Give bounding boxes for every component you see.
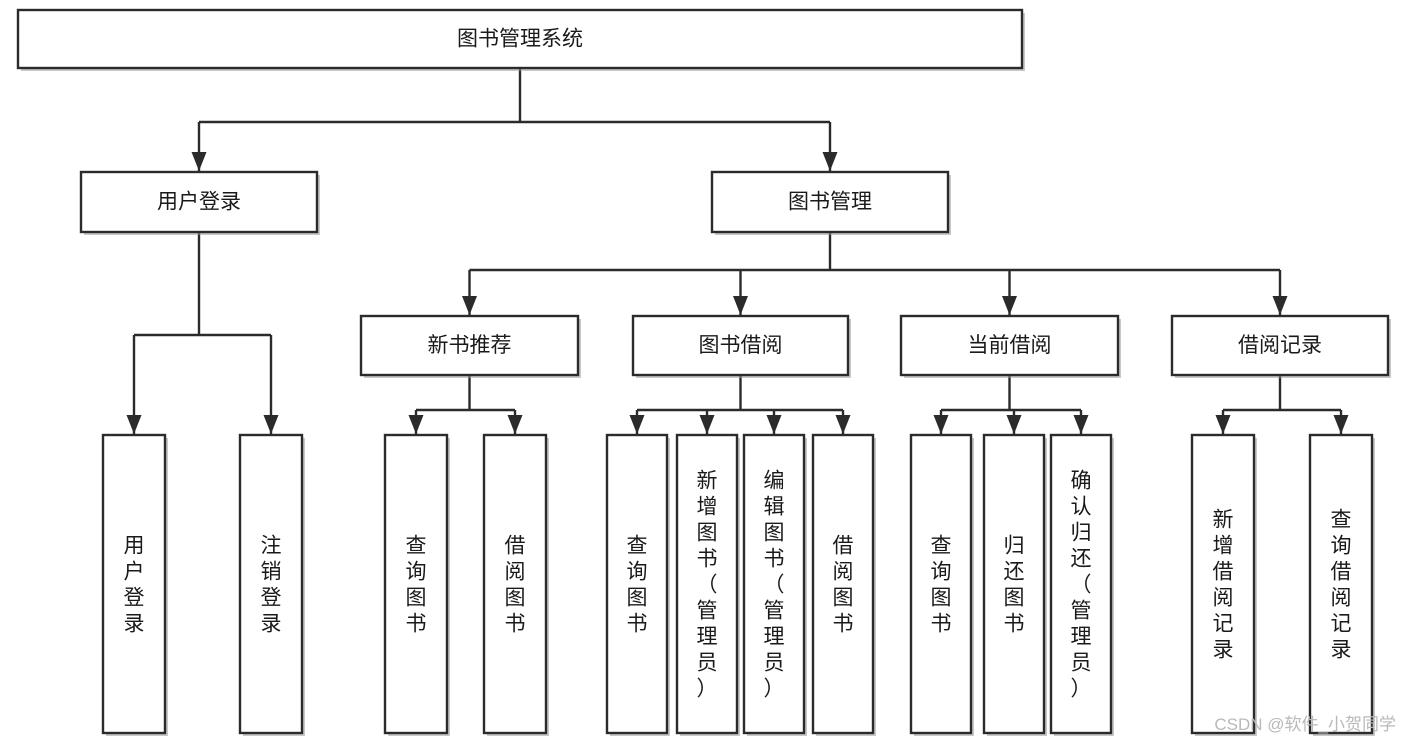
node-leaf-confirm-return-admin[interactable]: 确认归还（管理员） — [1049, 433, 1114, 736]
node-label: 用户登录 — [157, 191, 241, 214]
node-user-login[interactable]: 用户登录 — [79, 170, 320, 235]
arrow-head-icon — [126, 415, 142, 434]
arrow-head-icon — [1333, 415, 1349, 434]
arrow-head-icon — [629, 415, 645, 434]
node-label: 图书管理 — [788, 191, 872, 214]
node-label: 查询借阅记录 — [1331, 508, 1352, 661]
node-new-book-recommend[interactable]: 新书推荐 — [359, 314, 581, 378]
node-leaf-query-book-rec[interactable]: 查询图书 — [383, 433, 450, 736]
node-label: 借阅图书 — [505, 534, 526, 635]
arrow-head-icon — [1272, 296, 1288, 315]
node-label: 用户登录 — [124, 534, 145, 635]
arrow-head-icon — [263, 415, 279, 434]
node-label: 查询图书 — [627, 534, 648, 635]
node-leaf-borrow-book-rec[interactable]: 借阅图书 — [482, 433, 549, 736]
node-label: 归还图书 — [1004, 534, 1025, 635]
node-leaf-user-login[interactable]: 用户登录 — [101, 433, 168, 736]
arrow-head-icon — [408, 415, 424, 434]
arrow-head-icon — [835, 415, 851, 434]
node-book-manage[interactable]: 图书管理 — [710, 170, 951, 235]
node-leaf-query-book-cb[interactable]: 查询图书 — [909, 433, 974, 736]
node-label: 新增图书（管理员） — [697, 469, 718, 700]
arrow-head-icon — [191, 152, 207, 171]
connector-layer — [126, 68, 1349, 434]
arrow-head-icon — [933, 415, 949, 434]
arrow-head-icon — [1215, 415, 1231, 434]
node-label: 编辑图书（管理员） — [764, 469, 785, 700]
node-leaf-add-borrow-record[interactable]: 新增借阅记录 — [1190, 433, 1257, 736]
node-layer: 图书管理系统用户登录图书管理新书推荐图书借阅当前借阅借阅记录用户登录注销登录查询… — [16, 8, 1391, 736]
node-leaf-borrow-book-bb[interactable]: 借阅图书 — [811, 433, 876, 736]
node-borrow-record[interactable]: 借阅记录 — [1170, 314, 1391, 378]
node-label: 注销登录 — [261, 534, 282, 635]
node-book-borrow[interactable]: 图书借阅 — [631, 314, 851, 378]
node-current-borrow[interactable]: 当前借阅 — [899, 314, 1121, 378]
arrow-head-icon — [766, 415, 782, 434]
node-label: 图书借阅 — [699, 334, 783, 357]
node-root-system[interactable]: 图书管理系统 — [16, 8, 1025, 71]
csdn-watermark: CSDN @软件_小贺同学 — [1214, 715, 1396, 734]
node-label: 查询图书 — [931, 534, 952, 635]
node-leaf-return-book[interactable]: 归还图书 — [982, 433, 1047, 736]
node-leaf-query-borrow-record[interactable]: 查询借阅记录 — [1308, 433, 1375, 736]
node-leaf-edit-book-admin[interactable]: 编辑图书（管理员） — [742, 433, 807, 736]
node-label: 确认归还（管理员） — [1071, 469, 1092, 700]
node-label: 借阅图书 — [833, 534, 854, 635]
arrow-head-icon — [1073, 415, 1089, 434]
node-label: 当前借阅 — [968, 334, 1052, 357]
arrow-head-icon — [1002, 296, 1017, 315]
arrow-head-icon — [507, 415, 523, 434]
node-label: 图书管理系统 — [457, 28, 583, 51]
node-label: 借阅记录 — [1238, 334, 1322, 357]
node-leaf-user-logout[interactable]: 注销登录 — [238, 433, 305, 736]
arrow-head-icon — [822, 152, 838, 171]
node-label: 新增借阅记录 — [1213, 508, 1234, 661]
arrow-head-icon — [462, 296, 477, 315]
arrow-head-icon — [733, 296, 748, 315]
node-label: 查询图书 — [406, 534, 427, 635]
arrow-head-icon — [1006, 415, 1022, 434]
arrow-head-icon — [699, 415, 715, 434]
node-label: 新书推荐 — [428, 334, 512, 357]
node-leaf-add-book-admin[interactable]: 新增图书（管理员） — [675, 433, 740, 736]
node-leaf-query-book-bb[interactable]: 查询图书 — [605, 433, 670, 736]
